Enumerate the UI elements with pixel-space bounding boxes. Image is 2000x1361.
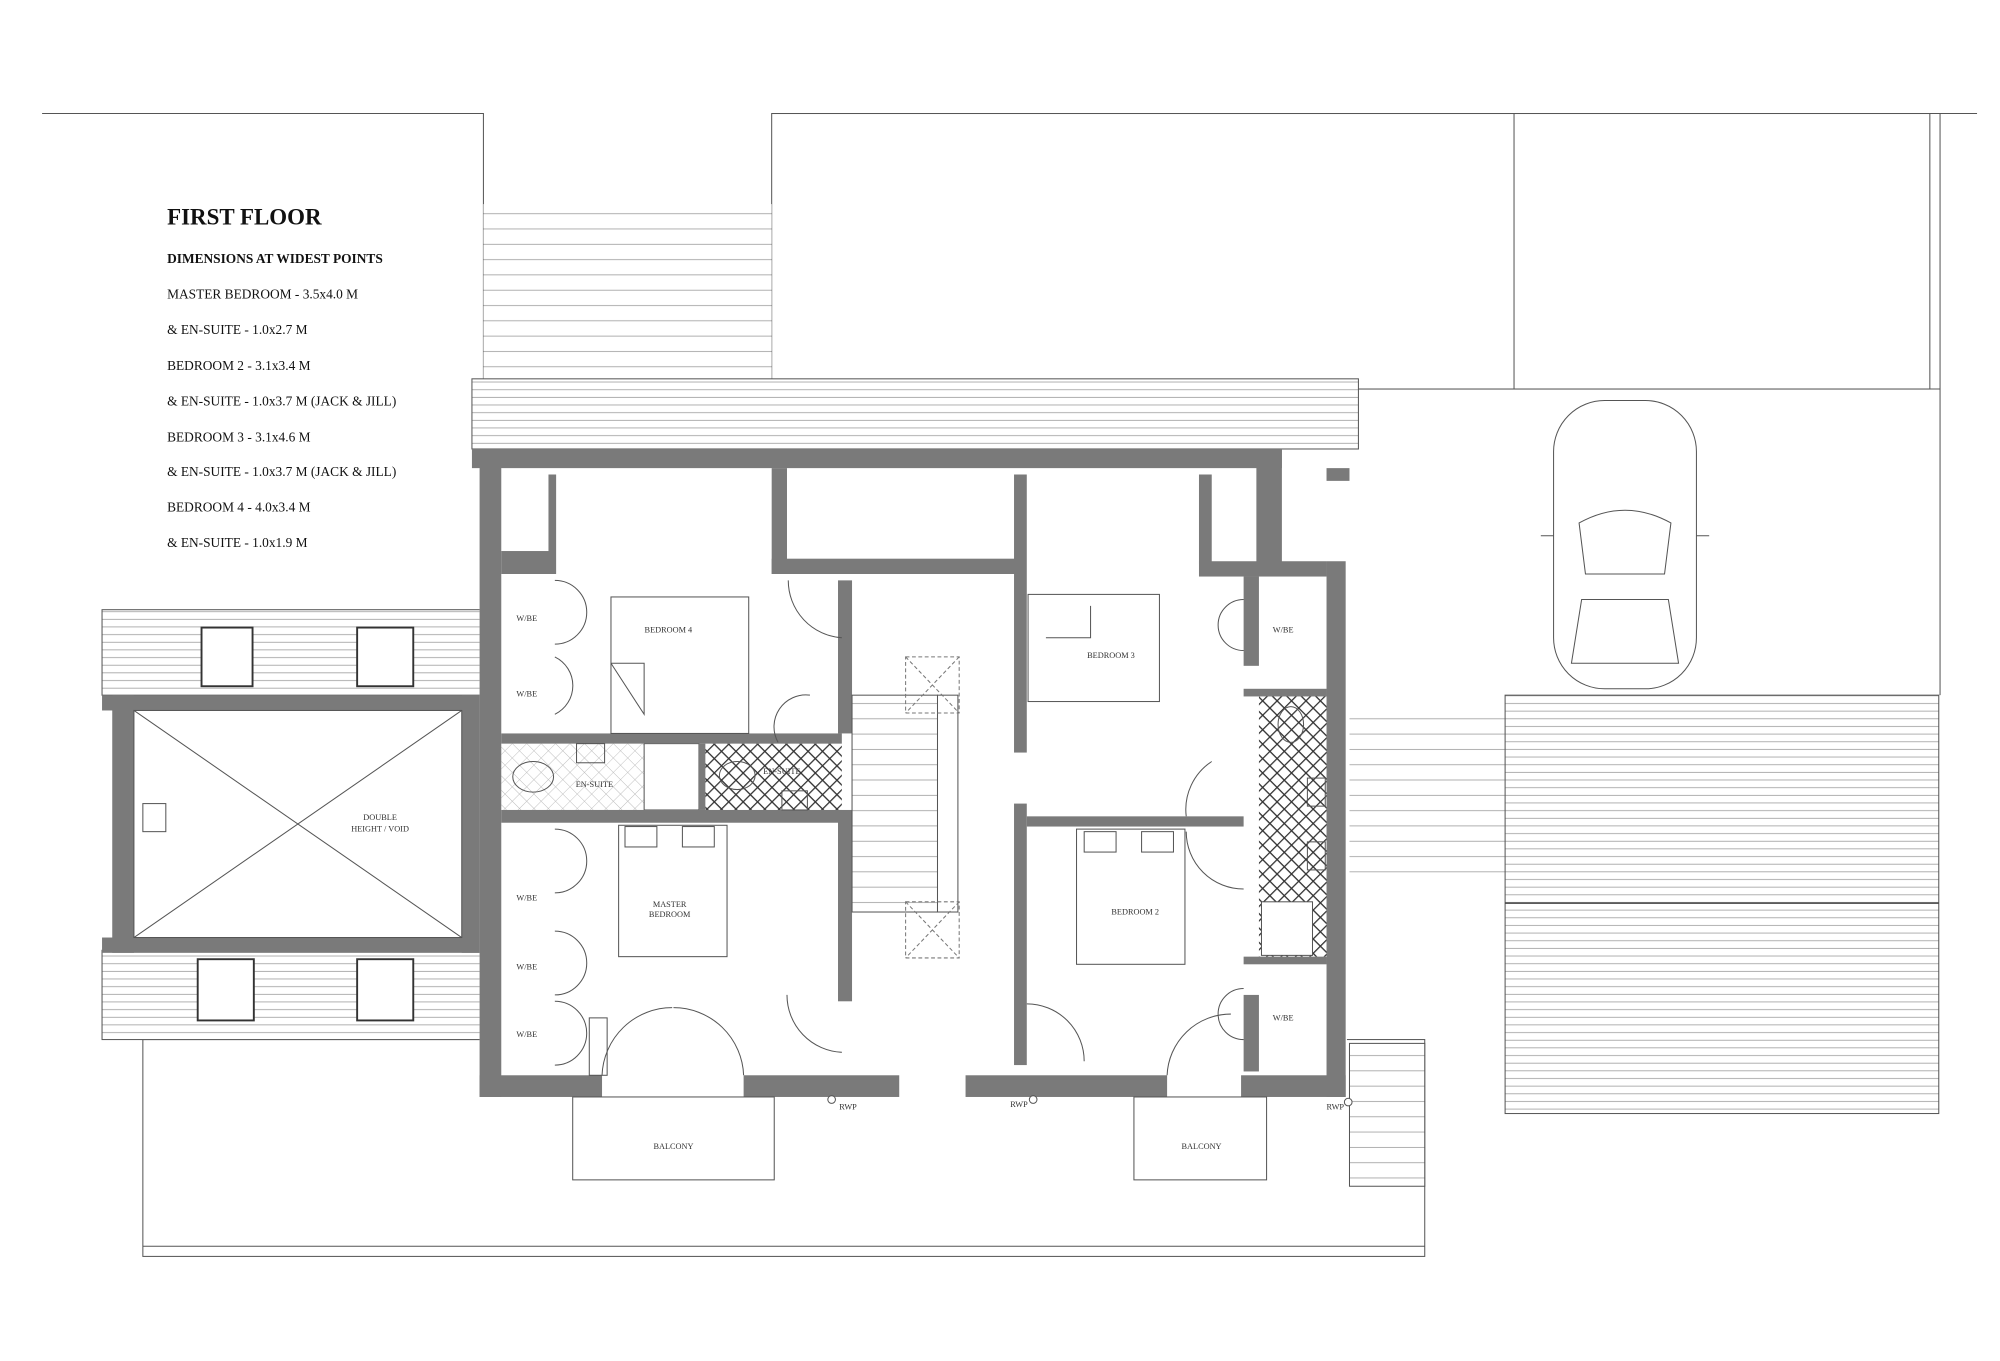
label-bedroom-3: BEDROOM 3: [1087, 651, 1135, 660]
rooflight: [356, 626, 415, 688]
rwp-label: RWP: [839, 1103, 857, 1112]
room-labels: BEDROOM 4 BEDROOM 3 BEDROOM 2 MASTER BED…: [516, 614, 1293, 1151]
walls: [471, 448, 1350, 1097]
label-ensuite: EN-SUITE: [576, 780, 613, 789]
terrace-steps: [483, 204, 772, 379]
rwp-icon: [827, 1095, 836, 1104]
void-label: DOUBLE: [363, 813, 397, 822]
legend-line: BEDROOM 2 - 3.1x3.4 M: [167, 358, 311, 373]
staircase: [851, 656, 960, 959]
shower-tray: [1260, 901, 1314, 956]
rooflight: [196, 958, 255, 1022]
garage-roof: [1504, 694, 1940, 1115]
label-wardrobe: W/BE: [516, 894, 537, 903]
legend-line: & EN-SUITE - 1.0x3.7 M (JACK & JILL): [167, 394, 396, 409]
furniture: [512, 580, 1326, 1076]
rwp-icon: [1028, 1095, 1038, 1104]
label-bedroom-2: BEDROOM 2: [1111, 908, 1159, 917]
rooflight: [200, 626, 254, 688]
label-wardrobe: W/BE: [516, 614, 537, 623]
garden-steps: [1348, 1042, 1426, 1187]
balconies: [572, 1096, 1268, 1181]
label-bedroom-4: BEDROOM 4: [645, 626, 693, 635]
car-icon: [1540, 400, 1710, 690]
label-balcony: BALCONY: [1182, 1142, 1222, 1151]
ensuite-middle: [705, 743, 842, 810]
legend-line: & EN-SUITE - 1.0x2.7 M: [167, 322, 308, 337]
wardrobe-doors: [554, 579, 1244, 1066]
label-wardrobe: W/BE: [516, 689, 537, 698]
legend-line: BEDROOM 4 - 4.0x3.4 M: [167, 499, 311, 514]
legend-line: BEDROOM 3 - 3.1x4.6 M: [167, 429, 311, 444]
label-wardrobe: W/BE: [1273, 626, 1294, 635]
side-steps: [1349, 711, 1506, 873]
rwp-label: RWP: [1010, 1100, 1028, 1109]
label-master-bedroom: BEDROOM: [649, 910, 691, 919]
label-wardrobe: W/BE: [516, 1030, 537, 1039]
legend-line: & EN-SUITE - 1.0x1.9 M: [167, 535, 308, 550]
rwp-label: RWP: [1327, 1103, 1345, 1112]
legend: FIRST FLOOR DIMENSIONS AT WIDEST POINTS …: [167, 204, 396, 550]
legend-subtitle: DIMENSIONS AT WIDEST POINTS: [167, 251, 383, 266]
legend-title: FIRST FLOOR: [167, 204, 322, 229]
legend-line: MASTER BEDROOM - 3.5x4.0 M: [167, 286, 358, 301]
left-wing: DOUBLE HEIGHT / VOID: [101, 609, 483, 1041]
shower-tray: [643, 743, 700, 811]
roof-overhang: [471, 378, 1359, 450]
void-label: HEIGHT / VOID: [351, 825, 409, 834]
rwp-icon: [1343, 1097, 1353, 1107]
label-balcony: BALCONY: [653, 1142, 693, 1151]
label-ensuite: EN-SUITE: [763, 767, 800, 776]
label-master-bedroom: MASTER: [653, 900, 687, 909]
legend-line: & EN-SUITE - 1.0x3.7 M (JACK & JILL): [167, 464, 396, 479]
rooflight: [356, 958, 415, 1022]
rainwater-pipes: RWP RWP RWP: [827, 1095, 1353, 1112]
label-wardrobe: W/BE: [516, 962, 537, 971]
label-wardrobe: W/BE: [1273, 1013, 1294, 1022]
